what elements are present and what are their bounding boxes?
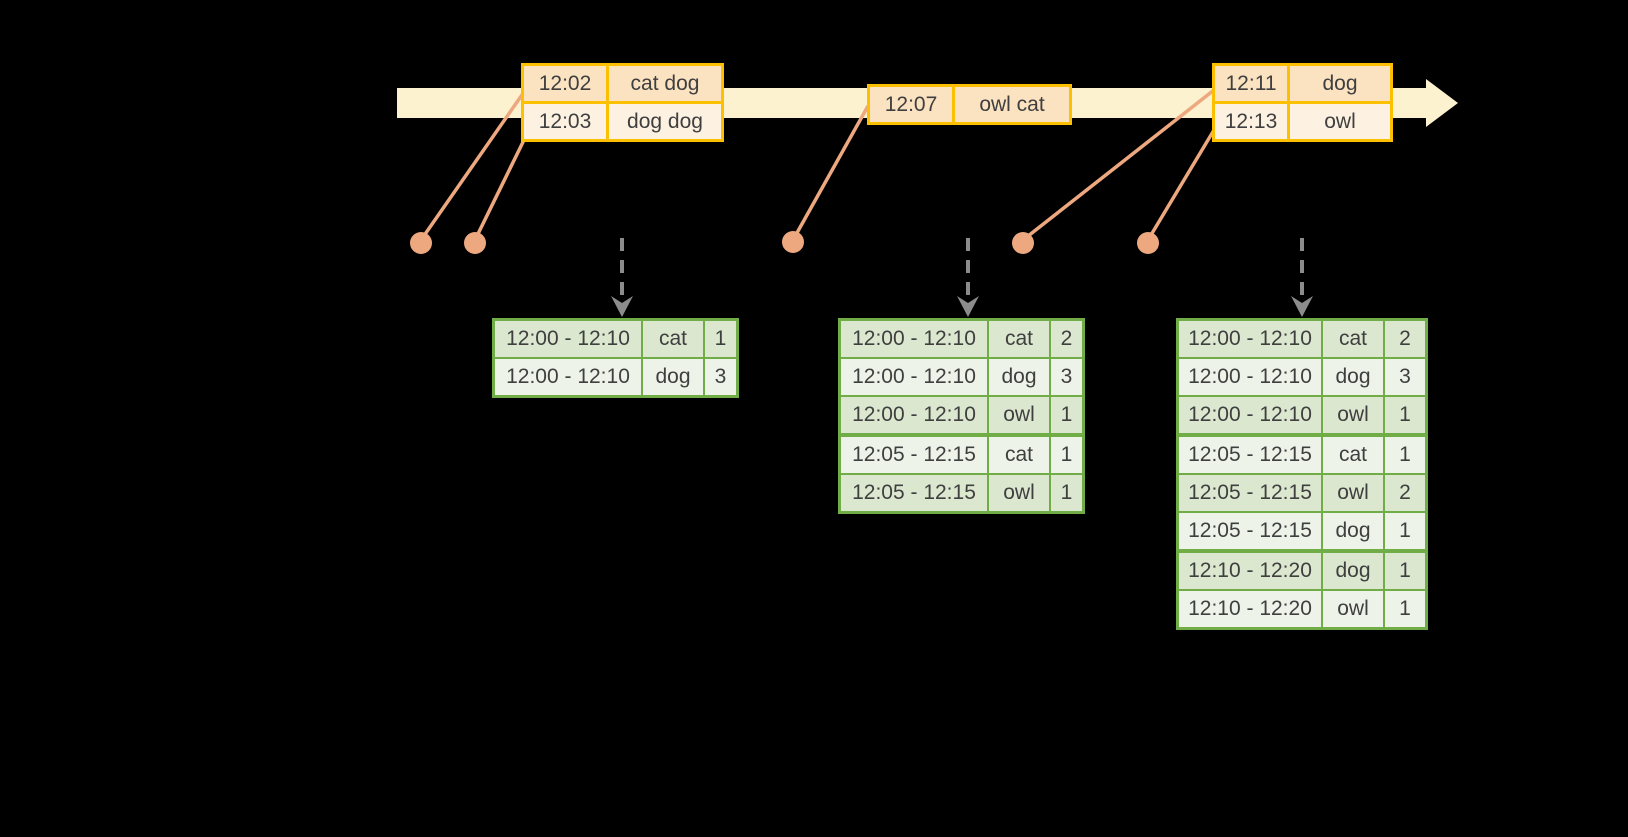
- event-dot-icon: [410, 232, 432, 254]
- result-window: 12:00 - 12:10: [495, 321, 641, 357]
- result-count: 1: [1385, 437, 1425, 473]
- event-connector-line: [791, 105, 870, 241]
- event-time: 12:13: [1215, 104, 1287, 139]
- result-window: 12:10 - 12:20: [1179, 553, 1321, 589]
- result-window: 12:05 - 12:15: [1179, 513, 1321, 549]
- result-count: 1: [1051, 437, 1082, 473]
- result-count: 2: [1385, 475, 1425, 511]
- result-word: owl: [1323, 475, 1383, 511]
- event-words: dog dog: [609, 104, 721, 139]
- result-word: dog: [643, 359, 703, 395]
- result-word: owl: [989, 397, 1049, 433]
- trigger-arrow-head-icon: [611, 296, 633, 317]
- event-time: 12:03: [524, 104, 606, 139]
- result-window: 12:00 - 12:10: [841, 321, 987, 357]
- result-window: 12:05 - 12:15: [1179, 475, 1321, 511]
- result-window: 12:00 - 12:10: [1179, 321, 1321, 357]
- result-word: owl: [1323, 591, 1383, 627]
- result-window: 12:00 - 12:10: [495, 359, 641, 395]
- result-word: cat: [989, 437, 1049, 473]
- result-window: 12:00 - 12:10: [841, 397, 987, 433]
- trigger-arrow-head-icon: [1291, 296, 1313, 317]
- result-word: cat: [1323, 321, 1383, 357]
- result-count: 3: [705, 359, 736, 395]
- result-count: 1: [705, 321, 736, 357]
- result-count: 1: [1051, 397, 1082, 433]
- result-word: dog: [1323, 513, 1383, 549]
- event-words: cat dog: [609, 66, 721, 101]
- timeline-arrow-icon: [1426, 79, 1458, 127]
- result-word: cat: [1323, 437, 1383, 473]
- result-count: 1: [1385, 513, 1425, 549]
- result-word: owl: [989, 475, 1049, 511]
- result-count: 2: [1051, 321, 1082, 357]
- result-window: 12:00 - 12:10: [841, 359, 987, 395]
- result-count: 2: [1385, 321, 1425, 357]
- event-dot-icon: [1137, 232, 1159, 254]
- event-dot-icon: [1012, 232, 1034, 254]
- result-count: 1: [1051, 475, 1082, 511]
- result-count: 1: [1385, 397, 1425, 433]
- result-count: 3: [1385, 359, 1425, 395]
- event-connector-line: [1146, 129, 1216, 241]
- trigger-arrow-head-icon: [957, 296, 979, 317]
- result-word: dog: [1323, 359, 1383, 395]
- result-word: cat: [643, 321, 703, 357]
- result-window: 12:00 - 12:10: [1179, 397, 1321, 433]
- result-word: cat: [989, 321, 1049, 357]
- event-connector-line: [473, 139, 526, 241]
- result-word: owl: [1323, 397, 1383, 433]
- event-connector-line: [419, 91, 526, 241]
- result-count: 1: [1385, 591, 1425, 627]
- result-window: 12:00 - 12:10: [1179, 359, 1321, 395]
- event-dot-icon: [464, 232, 486, 254]
- event-words: dog: [1290, 66, 1390, 101]
- result-word: dog: [1323, 553, 1383, 589]
- event-time: 12:02: [524, 66, 606, 101]
- event-time: 12:07: [870, 87, 952, 122]
- event-words: owl: [1290, 104, 1390, 139]
- event-dot-icon: [782, 231, 804, 253]
- result-count: 1: [1385, 553, 1425, 589]
- event-words: owl cat: [955, 87, 1069, 122]
- result-window: 12:10 - 12:20: [1179, 591, 1321, 627]
- result-window: 12:05 - 12:15: [1179, 437, 1321, 473]
- result-word: dog: [989, 359, 1049, 395]
- result-window: 12:05 - 12:15: [841, 475, 987, 511]
- event-time: 12:11: [1215, 66, 1287, 101]
- event-connector-line: [1021, 88, 1216, 242]
- result-count: 3: [1051, 359, 1082, 395]
- result-window: 12:05 - 12:15: [841, 437, 987, 473]
